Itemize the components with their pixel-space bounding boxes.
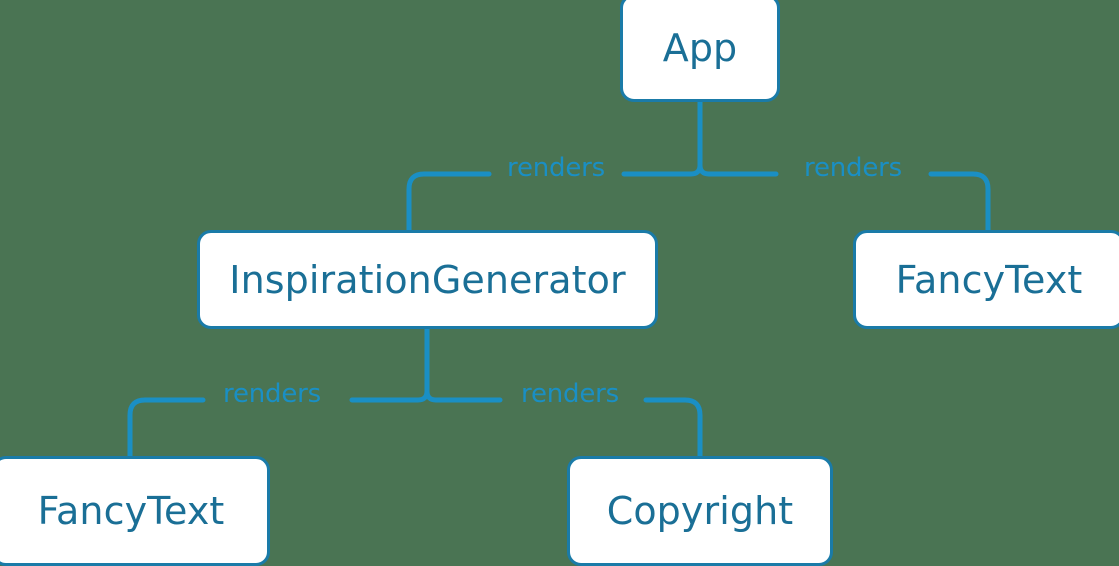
node-inspirationgenerator-label: InspirationGenerator [229,257,626,302]
node-fancytext-left[interactable]: FancyText [0,456,270,566]
node-fancytext-right[interactable]: FancyText [853,230,1119,329]
edge-label-inspirationgenerator-fancytext-left: renders [223,379,321,409]
edge-inspirationgenerator-to-copyright [433,397,703,459]
edge-app-to-fancytext-right [706,171,991,233]
node-app-label: App [662,26,738,70]
edge-label-inspirationgenerator-copyright: renders [521,379,619,409]
node-fancytext-left-label: FancyText [37,489,225,533]
node-fancytext-right-label: FancyText [895,257,1083,302]
node-copyright-label: Copyright [606,489,794,533]
node-inspirationgenerator[interactable]: InspirationGenerator [197,230,658,329]
edge-label-app-fancytext-right: renders [804,153,902,183]
edge-inspirationgenerator-to-fancytext-left [127,388,430,459]
node-app[interactable]: App [620,0,780,102]
edge-label-app-inspirationgenerator: renders [507,153,605,183]
edge-app-to-inspirationgenerator [406,162,703,233]
node-copyright[interactable]: Copyright [567,456,833,566]
